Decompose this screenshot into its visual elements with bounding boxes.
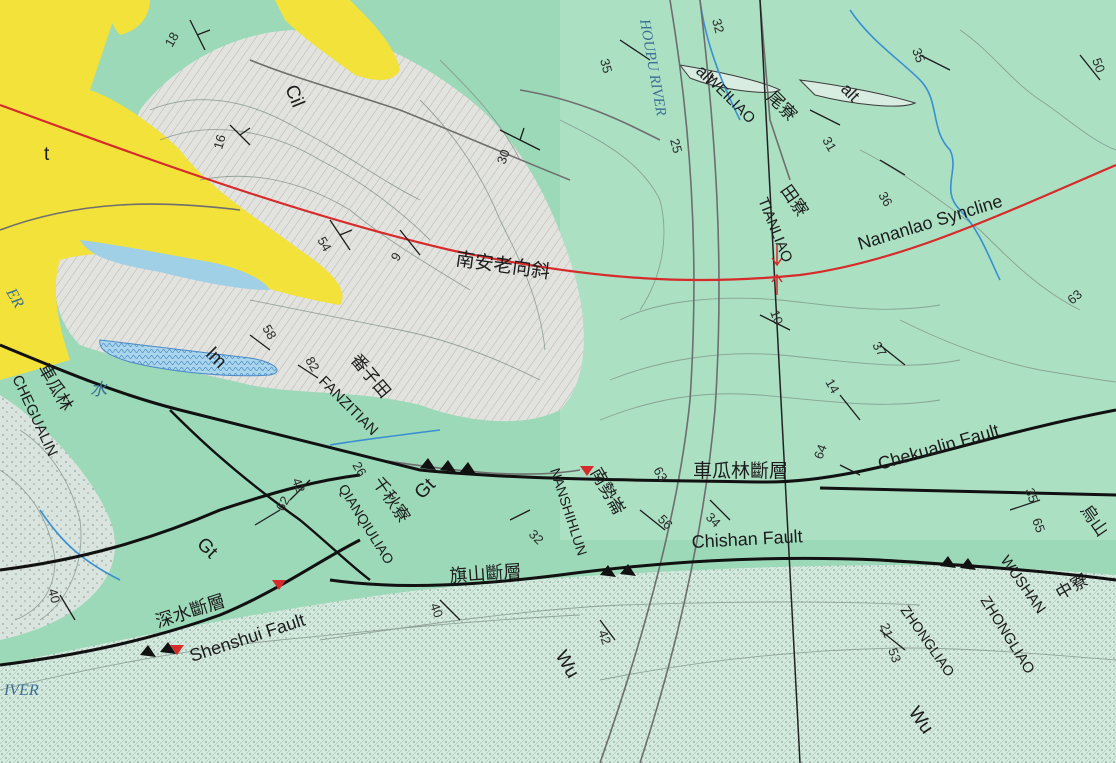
thrust-teeth [140,458,976,657]
thin-fault-left [169,409,371,581]
roads [0,0,791,763]
left-hatched-unit [0,395,116,640]
dip-54: 54 [314,234,334,254]
dip-62: 62 [273,493,293,513]
green-light-area [560,0,1116,540]
yellow-upper-unit [275,0,400,80]
red-markers [170,466,594,655]
dip-32: 32 [709,17,727,35]
dip-53: 53 [885,646,904,665]
dip-35b: 35 [909,46,928,65]
chekualin-fault-line [0,343,1116,484]
dip-10: 10 [767,308,786,327]
dip-36: 36 [875,189,895,209]
dip-26: 26 [349,459,369,479]
alt-lens-2 [798,79,917,107]
fault-lines [0,343,1116,667]
dip-21: 21 [877,621,896,640]
chishan-fault-main [329,556,1116,587]
dip-58: 58 [259,322,279,342]
strike-dip-symbols [59,19,1101,651]
dip-50: 50 [1089,56,1108,75]
dip-35: 35 [597,57,615,75]
dip-63b: 63 [650,464,670,484]
dip-64: 64 [811,442,830,461]
central-hatched-unit [55,30,584,422]
reservoir-upper [80,240,270,290]
dip-30: 30 [494,147,513,166]
chishan-fault-label-cn: 旗山斷層 [449,561,522,587]
dip-40: 40 [45,587,63,605]
shenshui-fault-line [0,538,361,667]
dip-37: 37 [869,339,889,359]
map-grid-line [759,0,801,763]
chishan-fault-line [0,473,361,572]
southern-stippled-unit [0,565,1116,763]
unit-t: t [44,144,50,165]
syncline-axis [0,103,1116,282]
dip-18: 18 [162,29,182,49]
dip-35c: 35 [1022,486,1041,505]
dip-42b: 42 [595,628,614,647]
chekualin-fault-branch [819,486,1116,497]
river-left-bottom: IVER [3,682,39,699]
river-water-cn: 水 [90,380,108,399]
yellow-small-unit [109,0,150,35]
alt-lens-1 [678,64,782,93]
dip-65: 65 [1029,516,1048,535]
dip-40b: 40 [427,601,446,620]
chekualin-fault-label-cn: 車瓜林斷層 [693,460,788,482]
dip-82: 82 [302,354,322,374]
dip-31: 31 [819,134,839,154]
syncline-arrows [771,245,783,295]
reservoir-lower [99,339,278,377]
dip-25: 25 [667,137,685,155]
dip-14: 14 [822,376,842,396]
dip-16: 16 [210,133,228,151]
dip-42: 42 [289,476,308,495]
